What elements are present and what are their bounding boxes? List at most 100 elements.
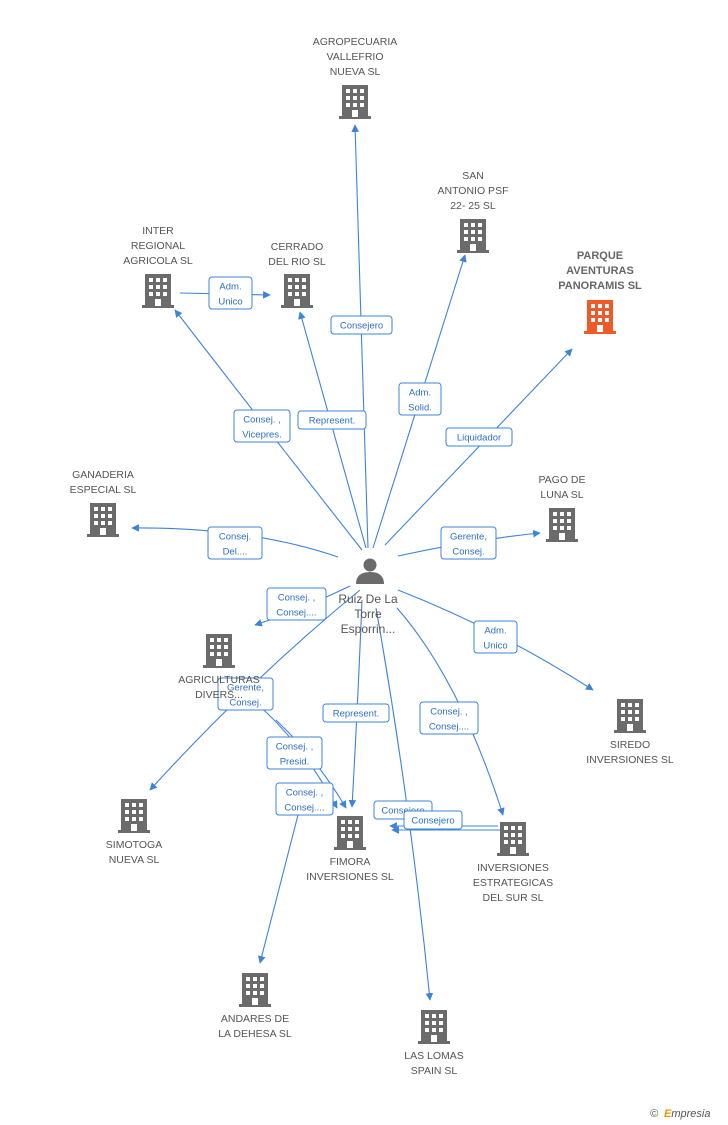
edge-label-text: Consej....: [276, 608, 316, 619]
company-node-ganaderia[interactable]: GANADERIA ESPECIAL SL: [70, 469, 137, 537]
company-name-line[interactable]: PANORAMIS SL: [558, 280, 642, 292]
company-name-line[interactable]: DIVERS...: [195, 689, 243, 701]
e-cerrado-label[interactable]: Represent.: [297, 410, 367, 430]
edge-label-box[interactable]: [266, 587, 327, 621]
building-icon[interactable]: [334, 816, 366, 850]
company-name-line[interactable]: ANDARES DE: [221, 1013, 289, 1025]
edge-label-text: Consej. ,: [243, 415, 281, 426]
edge-label-box[interactable]: [297, 410, 367, 430]
e-san-antonio-label[interactable]: Adm.Solid.: [398, 382, 442, 416]
person-name-line[interactable]: Esporrin...: [341, 622, 396, 636]
e-inter-cerrado-label[interactable]: Adm.Unico: [208, 276, 253, 310]
company-name-line[interactable]: LAS LOMAS: [404, 1050, 464, 1062]
company-name-line[interactable]: INVERSIONES: [477, 862, 549, 874]
e-parque-label[interactable]: Liquidador: [445, 427, 513, 447]
edge-label-box[interactable]: [419, 701, 479, 735]
building-icon[interactable]: [418, 1010, 450, 1044]
company-name-line[interactable]: 22- 25 SL: [450, 200, 496, 212]
edge-label-box[interactable]: [445, 427, 513, 447]
edge-label-box[interactable]: [330, 315, 393, 335]
company-node-fimora[interactable]: FIMORA INVERSIONES SL: [306, 816, 394, 883]
company-name-line[interactable]: LUNA SL: [540, 489, 583, 501]
building-icon[interactable]: [497, 822, 529, 856]
company-name-line[interactable]: AGRICOLA SL: [123, 255, 193, 267]
e-pago-label[interactable]: Gerente,Consej.: [440, 526, 497, 560]
edge-label-box[interactable]: [398, 382, 442, 416]
building-icon[interactable]: [281, 274, 313, 308]
company-name-line[interactable]: DEL RIO SL: [268, 256, 326, 268]
company-name-line[interactable]: FIMORA: [330, 856, 371, 868]
company-name-line[interactable]: INTER: [142, 225, 174, 237]
building-icon[interactable]: [339, 85, 371, 119]
edge-label-box[interactable]: [266, 736, 323, 770]
e-inv-fimora-b-label[interactable]: Consejero: [403, 810, 463, 830]
building-icon[interactable]: [546, 508, 578, 542]
company-node-siredo[interactable]: SIREDO INVERSIONES SL: [586, 699, 674, 766]
person-name-line[interactable]: Torre: [354, 607, 382, 621]
center-person-node[interactable]: Ruiz De LaTorreEsporrin...: [338, 558, 398, 637]
company-name-line[interactable]: PARQUE: [577, 250, 623, 262]
building-icon[interactable]: [239, 973, 271, 1007]
company-name-line[interactable]: VALLEFRIO: [327, 51, 384, 63]
building-icon[interactable]: [584, 300, 616, 334]
company-name-line[interactable]: INVERSIONES SL: [306, 871, 394, 883]
company-node-andares[interactable]: ANDARES DE LA DEHESA SL: [218, 973, 292, 1040]
edge-label-box[interactable]: [322, 703, 390, 723]
company-node-agropecuaria[interactable]: AGROPECUARIA VALLEFRIO NUEVA SL: [313, 36, 398, 119]
edge-label-box[interactable]: [217, 677, 274, 711]
building-icon[interactable]: [118, 799, 150, 833]
e-simotoga-label[interactable]: Gerente,Consej.: [217, 677, 274, 711]
e-fimora-2-label[interactable]: Consej. ,Presid.: [266, 736, 323, 770]
company-name-line[interactable]: AGROPECUARIA: [313, 36, 398, 48]
company-name-line[interactable]: GANADERIA: [72, 469, 134, 481]
company-name-line[interactable]: ESPECIAL SL: [70, 484, 137, 496]
building-icon[interactable]: [87, 503, 119, 537]
company-name-line[interactable]: INVERSIONES SL: [586, 754, 674, 766]
company-node-cerrado[interactable]: CERRADO DEL RIO SL: [268, 241, 326, 308]
company-node-agricultura[interactable]: AGRICULTURAS DIVERS...: [178, 634, 260, 701]
company-name-line[interactable]: NUEVA SL: [109, 854, 160, 866]
company-node-inversiones[interactable]: INVERSIONES ESTRATEGICAS DEL SUR SL: [473, 822, 553, 904]
e-fimora-1-label[interactable]: Represent.: [322, 703, 390, 723]
edge-label-box[interactable]: [403, 810, 463, 830]
e-inversiones-label[interactable]: Consej. ,Consej....: [419, 701, 479, 735]
building-icon[interactable]: [457, 219, 489, 253]
company-name-line[interactable]: REGIONAL: [131, 240, 185, 252]
e-agricultura-label[interactable]: Consej. ,Consej....: [266, 587, 327, 621]
edge-label-box[interactable]: [208, 276, 253, 310]
edge-label-box[interactable]: [233, 409, 291, 443]
e-agropecuaria-label[interactable]: Consejero: [330, 315, 393, 335]
company-node-san-antonio[interactable]: SAN ANTONIO PSF 22- 25 SL: [438, 170, 509, 253]
person-name-line[interactable]: Ruiz De La: [338, 592, 398, 606]
company-name-line[interactable]: SPAIN SL: [411, 1065, 458, 1077]
company-name-line[interactable]: ESTRATEGICAS: [473, 877, 553, 889]
company-name-line[interactable]: PAGO DE: [538, 474, 585, 486]
company-name-line[interactable]: LA DEHESA SL: [218, 1028, 292, 1040]
company-node-inter-regional[interactable]: INTER REGIONAL AGRICOLA SL: [123, 225, 193, 308]
building-icon[interactable]: [142, 274, 174, 308]
company-name-line[interactable]: SIMOTOGA: [106, 839, 162, 851]
person-icon[interactable]: [356, 558, 384, 585]
company-node-parque[interactable]: PARQUE AVENTURAS PANORAMIS SL: [558, 250, 642, 334]
company-name-line[interactable]: ANTONIO PSF: [438, 185, 509, 197]
edge-label-box[interactable]: [473, 620, 518, 654]
company-name-line[interactable]: AVENTURAS: [566, 265, 634, 277]
edge-label-box[interactable]: [207, 526, 263, 560]
company-name-line[interactable]: AGRICULTURAS: [178, 674, 259, 686]
company-name-line[interactable]: CERRADO: [271, 241, 324, 253]
e-ganaderia-label[interactable]: Consej.Del....: [207, 526, 263, 560]
company-name-line[interactable]: SIREDO: [610, 739, 650, 751]
edge-label-box[interactable]: [440, 526, 497, 560]
building-icon[interactable]: [203, 634, 235, 668]
company-node-pago[interactable]: PAGO DE LUNA SL: [538, 474, 586, 542]
building-icon[interactable]: [614, 699, 646, 733]
e-fimora-3-label[interactable]: Consej. ,Consej....: [275, 782, 334, 816]
edge-label-box[interactable]: [275, 782, 334, 816]
company-name-line[interactable]: SAN: [462, 170, 484, 182]
company-name-line[interactable]: NUEVA SL: [330, 66, 381, 78]
company-name-line[interactable]: DEL SUR SL: [483, 892, 544, 904]
company-node-lomas[interactable]: LAS LOMAS SPAIN SL: [404, 1010, 464, 1077]
e-inter-label[interactable]: Consej. ,Vicepres.: [233, 409, 291, 443]
company-node-simotoga[interactable]: SIMOTOGA NUEVA SL: [106, 799, 162, 866]
e-siredo-label[interactable]: Adm.Unico: [473, 620, 518, 654]
